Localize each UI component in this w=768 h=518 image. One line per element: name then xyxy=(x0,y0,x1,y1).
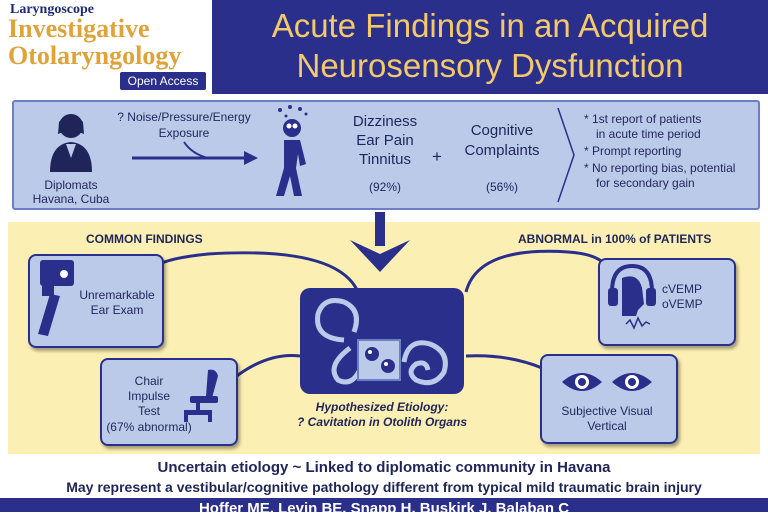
etiology-line2: ? Cavitation in Otolith Organs xyxy=(296,415,467,429)
title-line1: Acute Findings in an Acquired xyxy=(271,7,709,44)
svv-line2: Vertical xyxy=(587,419,627,433)
down-arrow-icon xyxy=(350,212,410,272)
diplomat-icon xyxy=(50,114,92,172)
eyes-icon xyxy=(562,373,652,391)
ear-exam-line1: Unremarkable xyxy=(79,288,155,302)
footer-line1: Uncertain etiology ~ Linked to diplomati… xyxy=(157,459,611,476)
exposure-panel xyxy=(12,100,760,210)
note-2-line1: * Prompt reporting xyxy=(584,144,682,158)
headphones-head-icon xyxy=(608,263,656,330)
logo-journal-line2: Otolaryngology xyxy=(8,41,182,70)
chair-line4: (67% abnormal) xyxy=(106,420,192,434)
symptom-ear-pain: Ear Pain xyxy=(356,132,414,149)
logo-journal-line1: Investigative xyxy=(8,14,150,43)
note-3-line2: for secondary gain xyxy=(596,176,695,190)
connector-lines xyxy=(155,249,608,380)
population-line1: Diplomats xyxy=(44,178,98,192)
etiology-line1: Hypothesized Etiology: xyxy=(315,400,449,414)
authors-line: Hoffer ME, Levin BE, Snapp H, Buskirk J,… xyxy=(198,500,570,517)
cognitive-percent: (56%) xyxy=(485,180,518,194)
authors-bar xyxy=(0,498,768,512)
open-access-badge: Open Access xyxy=(120,72,206,90)
otoscope-icon xyxy=(38,260,74,336)
svv-line1: Subjective Visual xyxy=(561,404,653,418)
chevron-divider-icon xyxy=(557,107,575,203)
svv-card xyxy=(540,354,678,444)
exposure-line1: ? Noise/Pressure/Energy xyxy=(117,110,251,124)
chair-line2: Impulse xyxy=(127,389,171,403)
vemp-line1: cVEMP xyxy=(662,282,703,296)
rotary-chair-icon xyxy=(184,369,218,422)
population-line2: Havana, Cuba xyxy=(32,192,110,206)
exposure-arrow-icon xyxy=(132,141,258,165)
exposure-line2: Exposure xyxy=(158,126,210,140)
common-findings-heading: COMMON FINDINGS xyxy=(86,232,203,246)
ear-exam-line2: Ear Exam xyxy=(90,303,144,317)
cognitive-line1: Cognitive xyxy=(470,122,534,139)
note-1-line2: in acute time period xyxy=(596,127,701,141)
chair-line3: Test xyxy=(137,404,160,418)
abnormal-findings-heading: ABNORMAL in 100% of PATIENTS xyxy=(518,232,712,246)
title-bar xyxy=(212,0,768,94)
cognitive-line2: Complaints xyxy=(464,142,540,159)
vemp-line2: oVEMP xyxy=(662,297,703,311)
title-line2: Neurosensory Dysfunction xyxy=(296,47,684,84)
symptom-dizziness: Dizziness xyxy=(352,113,418,130)
symptoms-percent: (92%) xyxy=(368,180,401,194)
footer-line2: May represent a vestibular/cognitive pat… xyxy=(66,479,702,495)
chair-line1: Chair xyxy=(134,374,164,388)
symptom-tinnitus: Tinnitus xyxy=(359,151,411,168)
vemp-card xyxy=(598,258,736,346)
plus-sign: + xyxy=(432,147,442,166)
note-3-line1: * No reporting bias, potential xyxy=(584,161,736,175)
dizzy-person-icon xyxy=(276,105,308,196)
logo-publisher: Laryngoscope xyxy=(10,2,94,17)
inner-ear-icon xyxy=(315,298,448,386)
note-1-line1: * 1st report of patients xyxy=(584,112,702,126)
